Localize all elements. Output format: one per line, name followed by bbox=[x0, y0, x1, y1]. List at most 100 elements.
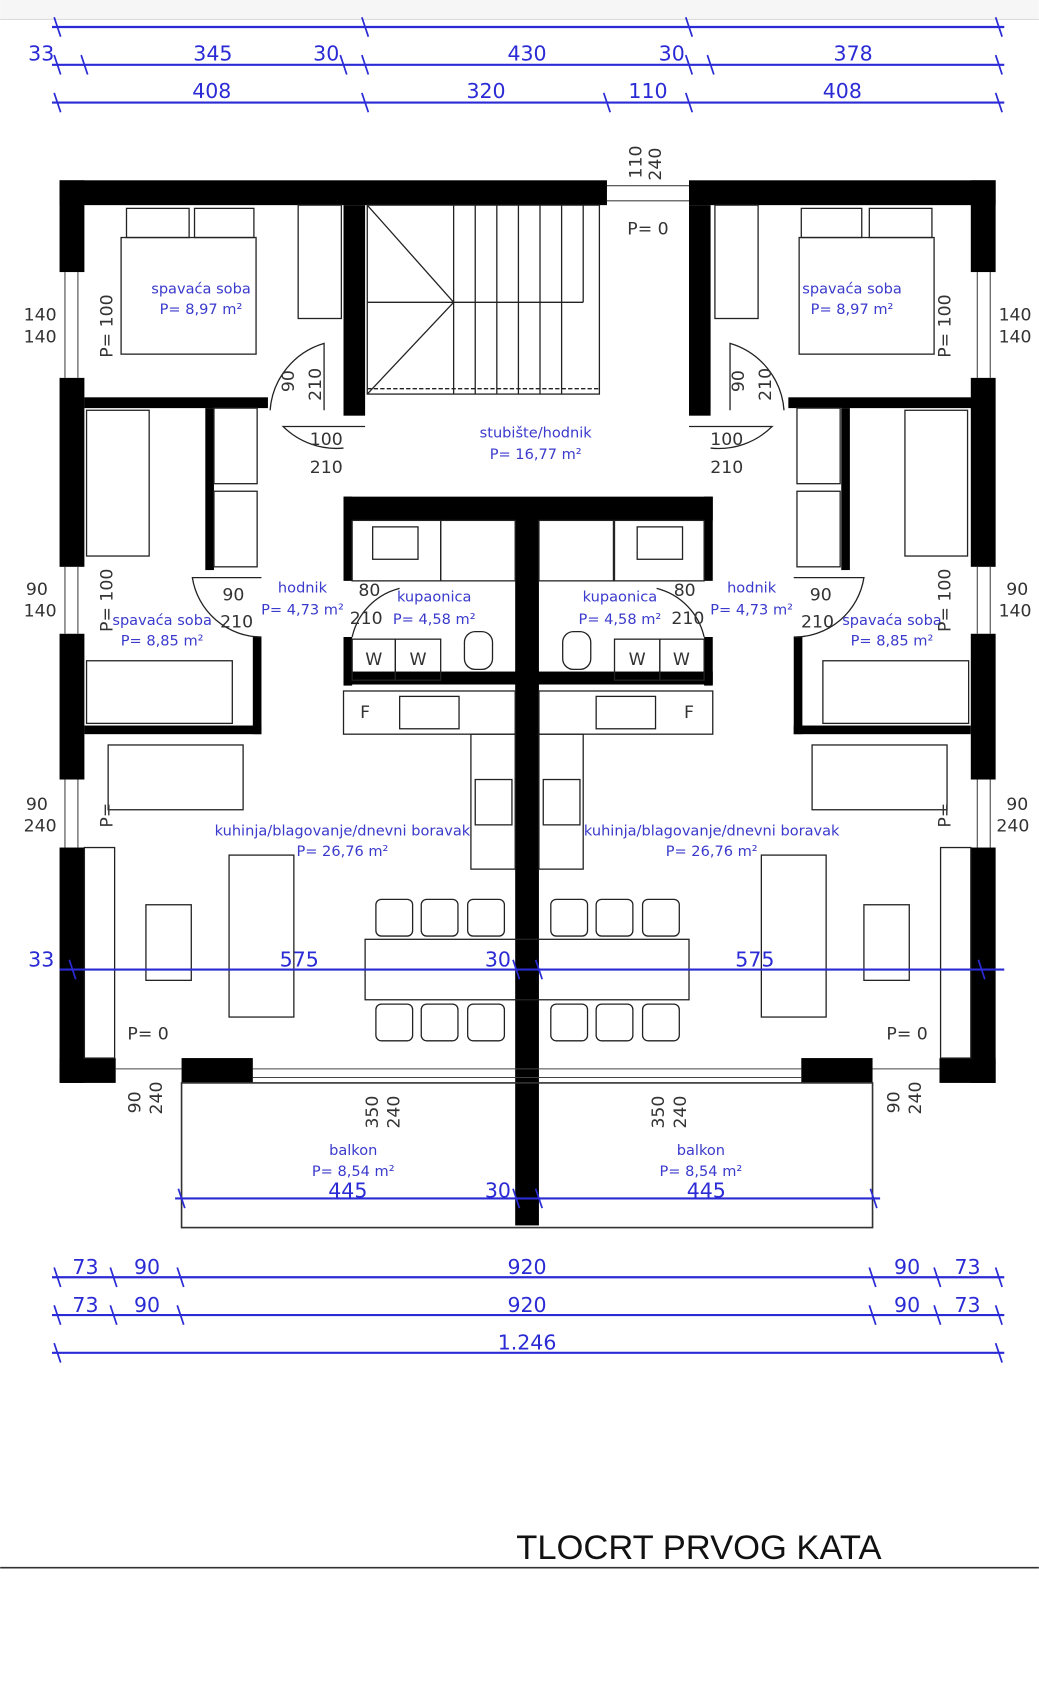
dim-label: 33 bbox=[28, 41, 54, 65]
dim-label: 430 bbox=[507, 41, 546, 65]
dim-label: 445 bbox=[687, 1178, 726, 1202]
opening-label: P= bbox=[935, 803, 955, 828]
room-area: P= 8,54 m² bbox=[660, 1163, 743, 1180]
staircase bbox=[366, 204, 601, 395]
dim-label: 73 bbox=[72, 1255, 98, 1279]
opening-label: 90 bbox=[279, 370, 299, 392]
opening-label: 90 bbox=[810, 585, 832, 605]
top-dimensions: 33 345 30 430 30 378 408 320 110 408 bbox=[28, 17, 1005, 113]
opening-label: 140 bbox=[24, 327, 57, 347]
dim-label: 378 bbox=[834, 41, 873, 65]
dim-label: 90 bbox=[894, 1255, 920, 1279]
opening-label: P= bbox=[97, 803, 117, 828]
room-area: P= 16,77 m² bbox=[490, 446, 582, 463]
dim-label: 575 bbox=[735, 947, 774, 971]
opening-label: 80 bbox=[358, 581, 380, 601]
dim-label: 30 bbox=[659, 41, 685, 65]
room-area: P= 26,76 m² bbox=[666, 843, 758, 860]
opening-label: 240 bbox=[996, 816, 1029, 836]
dim-label: 73 bbox=[955, 1255, 981, 1279]
opening-label: P= 100 bbox=[97, 294, 117, 357]
room-name: balkon bbox=[677, 1142, 725, 1159]
room-area: P= 8,85 m² bbox=[121, 633, 204, 650]
room-area: P= 8,97 m² bbox=[160, 301, 243, 318]
room-area: P= 4,73 m² bbox=[710, 601, 793, 618]
room-area: P= 4,58 m² bbox=[393, 611, 476, 628]
room-name: kuhinja/blagovanje/dnevni boravak bbox=[215, 823, 471, 840]
dim-label: 90 bbox=[134, 1293, 160, 1317]
opening-label: P= 0 bbox=[627, 219, 668, 239]
room-name: spavaća soba bbox=[802, 281, 902, 298]
opening-label: 240 bbox=[646, 148, 666, 181]
bottom-dimensions: 73 90 920 90 73 73 90 920 90 73 1.246 bbox=[52, 1255, 1005, 1363]
opening-label: 90 bbox=[26, 580, 48, 600]
dim-label: 445 bbox=[328, 1178, 367, 1202]
opening-label: 140 bbox=[999, 306, 1032, 326]
dim-label: 30 bbox=[485, 1178, 511, 1202]
dim-label: 920 bbox=[507, 1255, 546, 1279]
opening-label: 210 bbox=[310, 458, 343, 478]
opening-label: 90 bbox=[222, 585, 244, 605]
room-name: balkon bbox=[329, 1142, 377, 1159]
washer-label: W bbox=[409, 650, 426, 670]
room-name: kuhinja/blagovanje/dnevni boravak bbox=[584, 823, 840, 840]
opening-label: 240 bbox=[671, 1096, 691, 1129]
opening-label: 90 bbox=[1006, 795, 1028, 815]
opening-label: P= 100 bbox=[97, 569, 117, 632]
dim-label: 73 bbox=[955, 1293, 981, 1317]
room-name: spavaća soba bbox=[151, 281, 251, 298]
opening-label: 350 bbox=[363, 1096, 383, 1129]
opening-label: 240 bbox=[147, 1082, 167, 1115]
drawing-title: TLOCRT PRVOG KATA bbox=[516, 1529, 881, 1567]
dim-label: 110 bbox=[628, 79, 667, 103]
room-name: hodnik bbox=[278, 580, 328, 597]
opening-labels: 110 240 P= 0 140 140 P= 100 140 140 P= 1… bbox=[24, 145, 1032, 1128]
opening-label: 210 bbox=[220, 612, 253, 632]
opening-label: 80 bbox=[674, 581, 696, 601]
opening-label: 90 bbox=[885, 1091, 905, 1113]
dim-label: 90 bbox=[134, 1255, 160, 1279]
room-name: hodnik bbox=[727, 580, 777, 597]
room-name: kupaonica bbox=[397, 588, 472, 605]
dim-label: 90 bbox=[894, 1293, 920, 1317]
dim-label: 1.246 bbox=[498, 1331, 557, 1355]
room-area: P= 8,54 m² bbox=[312, 1163, 395, 1180]
opening-label: 90 bbox=[1006, 580, 1028, 600]
dim-label: 345 bbox=[193, 41, 232, 65]
opening-label: 210 bbox=[671, 609, 704, 629]
opening-label: 140 bbox=[999, 327, 1032, 347]
opening-label: 90 bbox=[126, 1091, 146, 1113]
room-area: P= 4,58 m² bbox=[579, 611, 662, 628]
windows bbox=[64, 185, 991, 1229]
top-bar bbox=[0, 0, 1039, 20]
washer-label: W bbox=[629, 650, 646, 670]
walls bbox=[59, 180, 996, 1226]
opening-label: 240 bbox=[385, 1096, 405, 1129]
opening-label: 90 bbox=[26, 795, 48, 815]
dim-label: 920 bbox=[507, 1293, 546, 1317]
dim-label: 408 bbox=[823, 79, 862, 103]
opening-label: 210 bbox=[306, 368, 326, 401]
dim-label: 33 bbox=[28, 947, 54, 971]
dim-label: 575 bbox=[280, 947, 319, 971]
opening-label: 240 bbox=[906, 1082, 926, 1115]
opening-label: 110 bbox=[627, 145, 647, 178]
opening-label: 210 bbox=[350, 609, 383, 629]
room-area: P= 8,85 m² bbox=[851, 633, 934, 650]
opening-label: 350 bbox=[649, 1096, 669, 1129]
opening-label: 140 bbox=[24, 306, 57, 326]
room-name: spavaća soba bbox=[842, 612, 942, 629]
opening-label: 100 bbox=[310, 430, 343, 450]
opening-label: 240 bbox=[24, 816, 57, 836]
opening-label: P= 100 bbox=[935, 294, 955, 357]
opening-label: 140 bbox=[999, 601, 1032, 621]
washer-label: W bbox=[365, 650, 382, 670]
opening-label: 210 bbox=[801, 612, 834, 632]
opening-label: 100 bbox=[710, 430, 743, 450]
room-name: spavaća soba bbox=[112, 612, 212, 629]
dim-label: 30 bbox=[313, 41, 339, 65]
opening-label: 210 bbox=[710, 458, 743, 478]
dim-label: 30 bbox=[485, 947, 511, 971]
dim-label: 73 bbox=[72, 1293, 98, 1317]
